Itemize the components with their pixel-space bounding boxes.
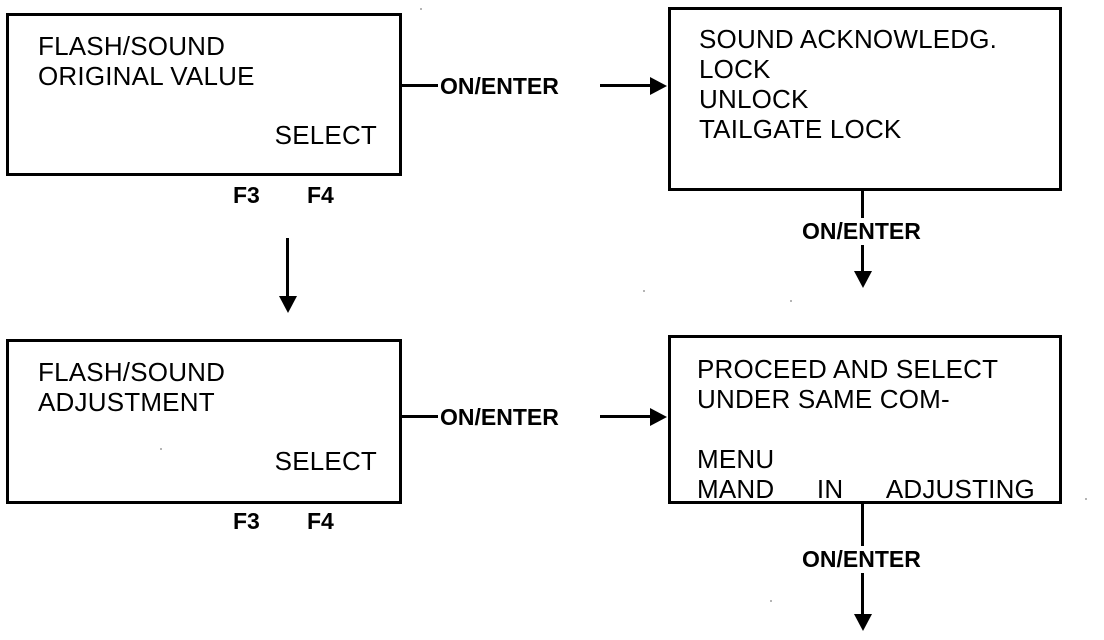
connector-2-line-right — [600, 415, 652, 418]
fkey-f3-bottom[interactable]: F3 — [233, 508, 260, 534]
connector-5-label-on-enter: ON/ENTER — [800, 546, 923, 573]
scan-speck — [790, 300, 792, 302]
box-sound-acknowledge-menu: SOUND ACKNOWLEDG. LOCK UNLOCK TAILGATE L… — [668, 7, 1062, 191]
box4-line-3-word-2: IN — [816, 474, 844, 504]
scan-speck — [1085, 498, 1087, 500]
box4-line-4: MENU — [697, 444, 775, 474]
box1-line-2: ORIGINAL VALUE — [38, 61, 255, 91]
connector-2-arrowhead-right-icon — [650, 408, 667, 426]
fkey-f4-bottom[interactable]: F4 — [307, 508, 334, 534]
connector-5-arrowhead-down-icon — [854, 614, 872, 631]
box3-line-1: FLASH/SOUND — [38, 357, 226, 387]
scan-speck — [770, 600, 772, 602]
scan-speck — [160, 448, 162, 450]
connector-3-line — [286, 238, 289, 300]
menu-item-unlock[interactable]: UNLOCK — [699, 84, 809, 114]
box1-line-1: FLASH/SOUND — [38, 31, 226, 61]
connector-1-line-left — [402, 84, 438, 87]
menu-item-sound-acknowledge[interactable]: SOUND ACKNOWLEDG. — [699, 24, 998, 54]
box4-line-2: UNDER SAME COM- — [697, 384, 950, 414]
scan-speck — [643, 290, 645, 292]
connector-2-label-on-enter: ON/ENTER — [438, 404, 561, 431]
connector-2-line-left — [402, 415, 438, 418]
connector-1-line-right — [600, 84, 652, 87]
connector-1-label-on-enter: ON/ENTER — [438, 73, 561, 100]
menu-item-lock[interactable]: LOCK — [699, 54, 771, 84]
fkey-f3-top[interactable]: F3 — [233, 182, 260, 208]
box4-line-3-word-3: ADJUSTING — [885, 474, 1035, 504]
box4-line-1: PROCEED AND SELECT — [697, 354, 999, 384]
box3-select-label[interactable]: SELECT — [274, 446, 377, 476]
connector-4-arrowhead-down-icon — [854, 271, 872, 288]
box-proceed-and-select: PROCEED AND SELECT UNDER SAME COM- MAND … — [668, 335, 1062, 504]
box4-line-3-justified: MAND IN ADJUSTING — [697, 414, 1035, 564]
connector-4-label-on-enter: ON/ENTER — [800, 218, 923, 245]
box-flash-sound-adjustment: FLASH/SOUND ADJUSTMENT SELECT — [6, 339, 402, 504]
connector-3-arrowhead-down-icon — [279, 296, 297, 313]
box4-line-3-word-1: MAND — [697, 474, 775, 504]
connector-1-arrowhead-right-icon — [650, 77, 667, 95]
box1-select-label[interactable]: SELECT — [274, 120, 377, 150]
box3-line-2: ADJUSTMENT — [38, 387, 215, 417]
box-flash-sound-original-value: FLASH/SOUND ORIGINAL VALUE SELECT — [6, 13, 402, 176]
menu-item-tailgate-lock[interactable]: TAILGATE LOCK — [699, 114, 902, 144]
scan-speck — [420, 8, 422, 10]
fkey-f4-top[interactable]: F4 — [307, 182, 334, 208]
